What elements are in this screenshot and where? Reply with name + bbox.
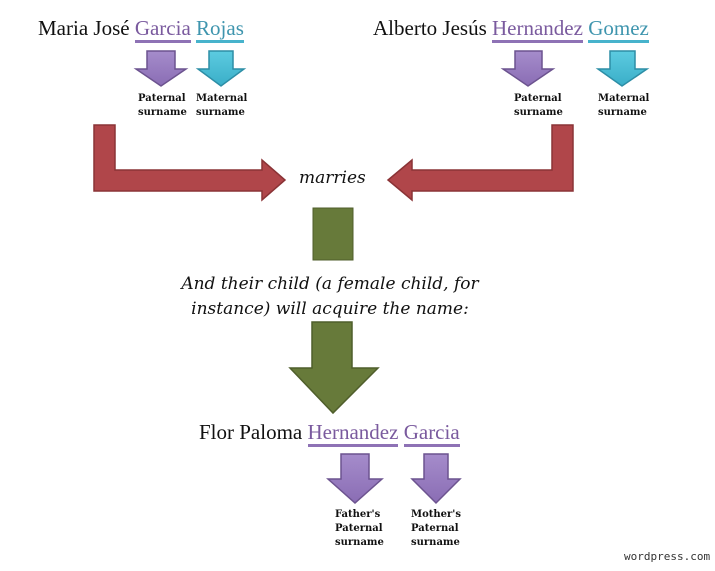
child-description: And their child (a female child, for ins… [181,274,479,319]
parent2-paternal-label: Paternal surname [514,93,563,118]
paternal-surname-arrow-1 [133,50,189,87]
parent2-paternal-surname: Hernandez [492,16,583,43]
green-connector-block [312,207,354,261]
child-second-surname-label: Mother's Paternal surname [411,509,461,548]
parent2-name: Alberto Jesús Hernandez Gomez [373,16,649,43]
green-down-arrow [288,321,380,415]
marries-label: marries [299,168,366,188]
parent1-paternal-surname: Garcia [134,16,191,43]
maternal-surname-arrow-2 [595,50,650,87]
parent1-name: Maria José Garcia Rojas [38,16,244,43]
child-first-surname: Hernandez [307,420,399,447]
second-surname-arrow-child [410,453,462,505]
parent1-given-name: Maria José [38,16,130,40]
parent2-maternal-surname: Gomez [588,16,649,43]
first-surname-arrow-child [326,453,384,505]
parent1-maternal-surname: Rojas [196,16,244,43]
parent1-maternal-label: Maternal surname [196,93,248,118]
paternal-surname-arrow-2 [500,50,556,87]
maternal-surname-arrow-1 [195,50,247,87]
child-second-surname: Garcia [403,420,460,447]
parent1-paternal-label: Paternal surname [138,93,187,118]
child-given-name: Flor Paloma [199,420,303,444]
child-first-surname-label: Father's Paternal surname [335,509,384,548]
parent2-given-name: Alberto Jesús [373,16,487,40]
left-bent-arrow [93,124,287,202]
watermark: wordpress.com [624,550,711,563]
right-bent-arrow [386,124,574,202]
parent2-maternal-label: Maternal surname [598,93,650,118]
child-name: Flor Paloma Hernandez Garcia [199,420,460,447]
